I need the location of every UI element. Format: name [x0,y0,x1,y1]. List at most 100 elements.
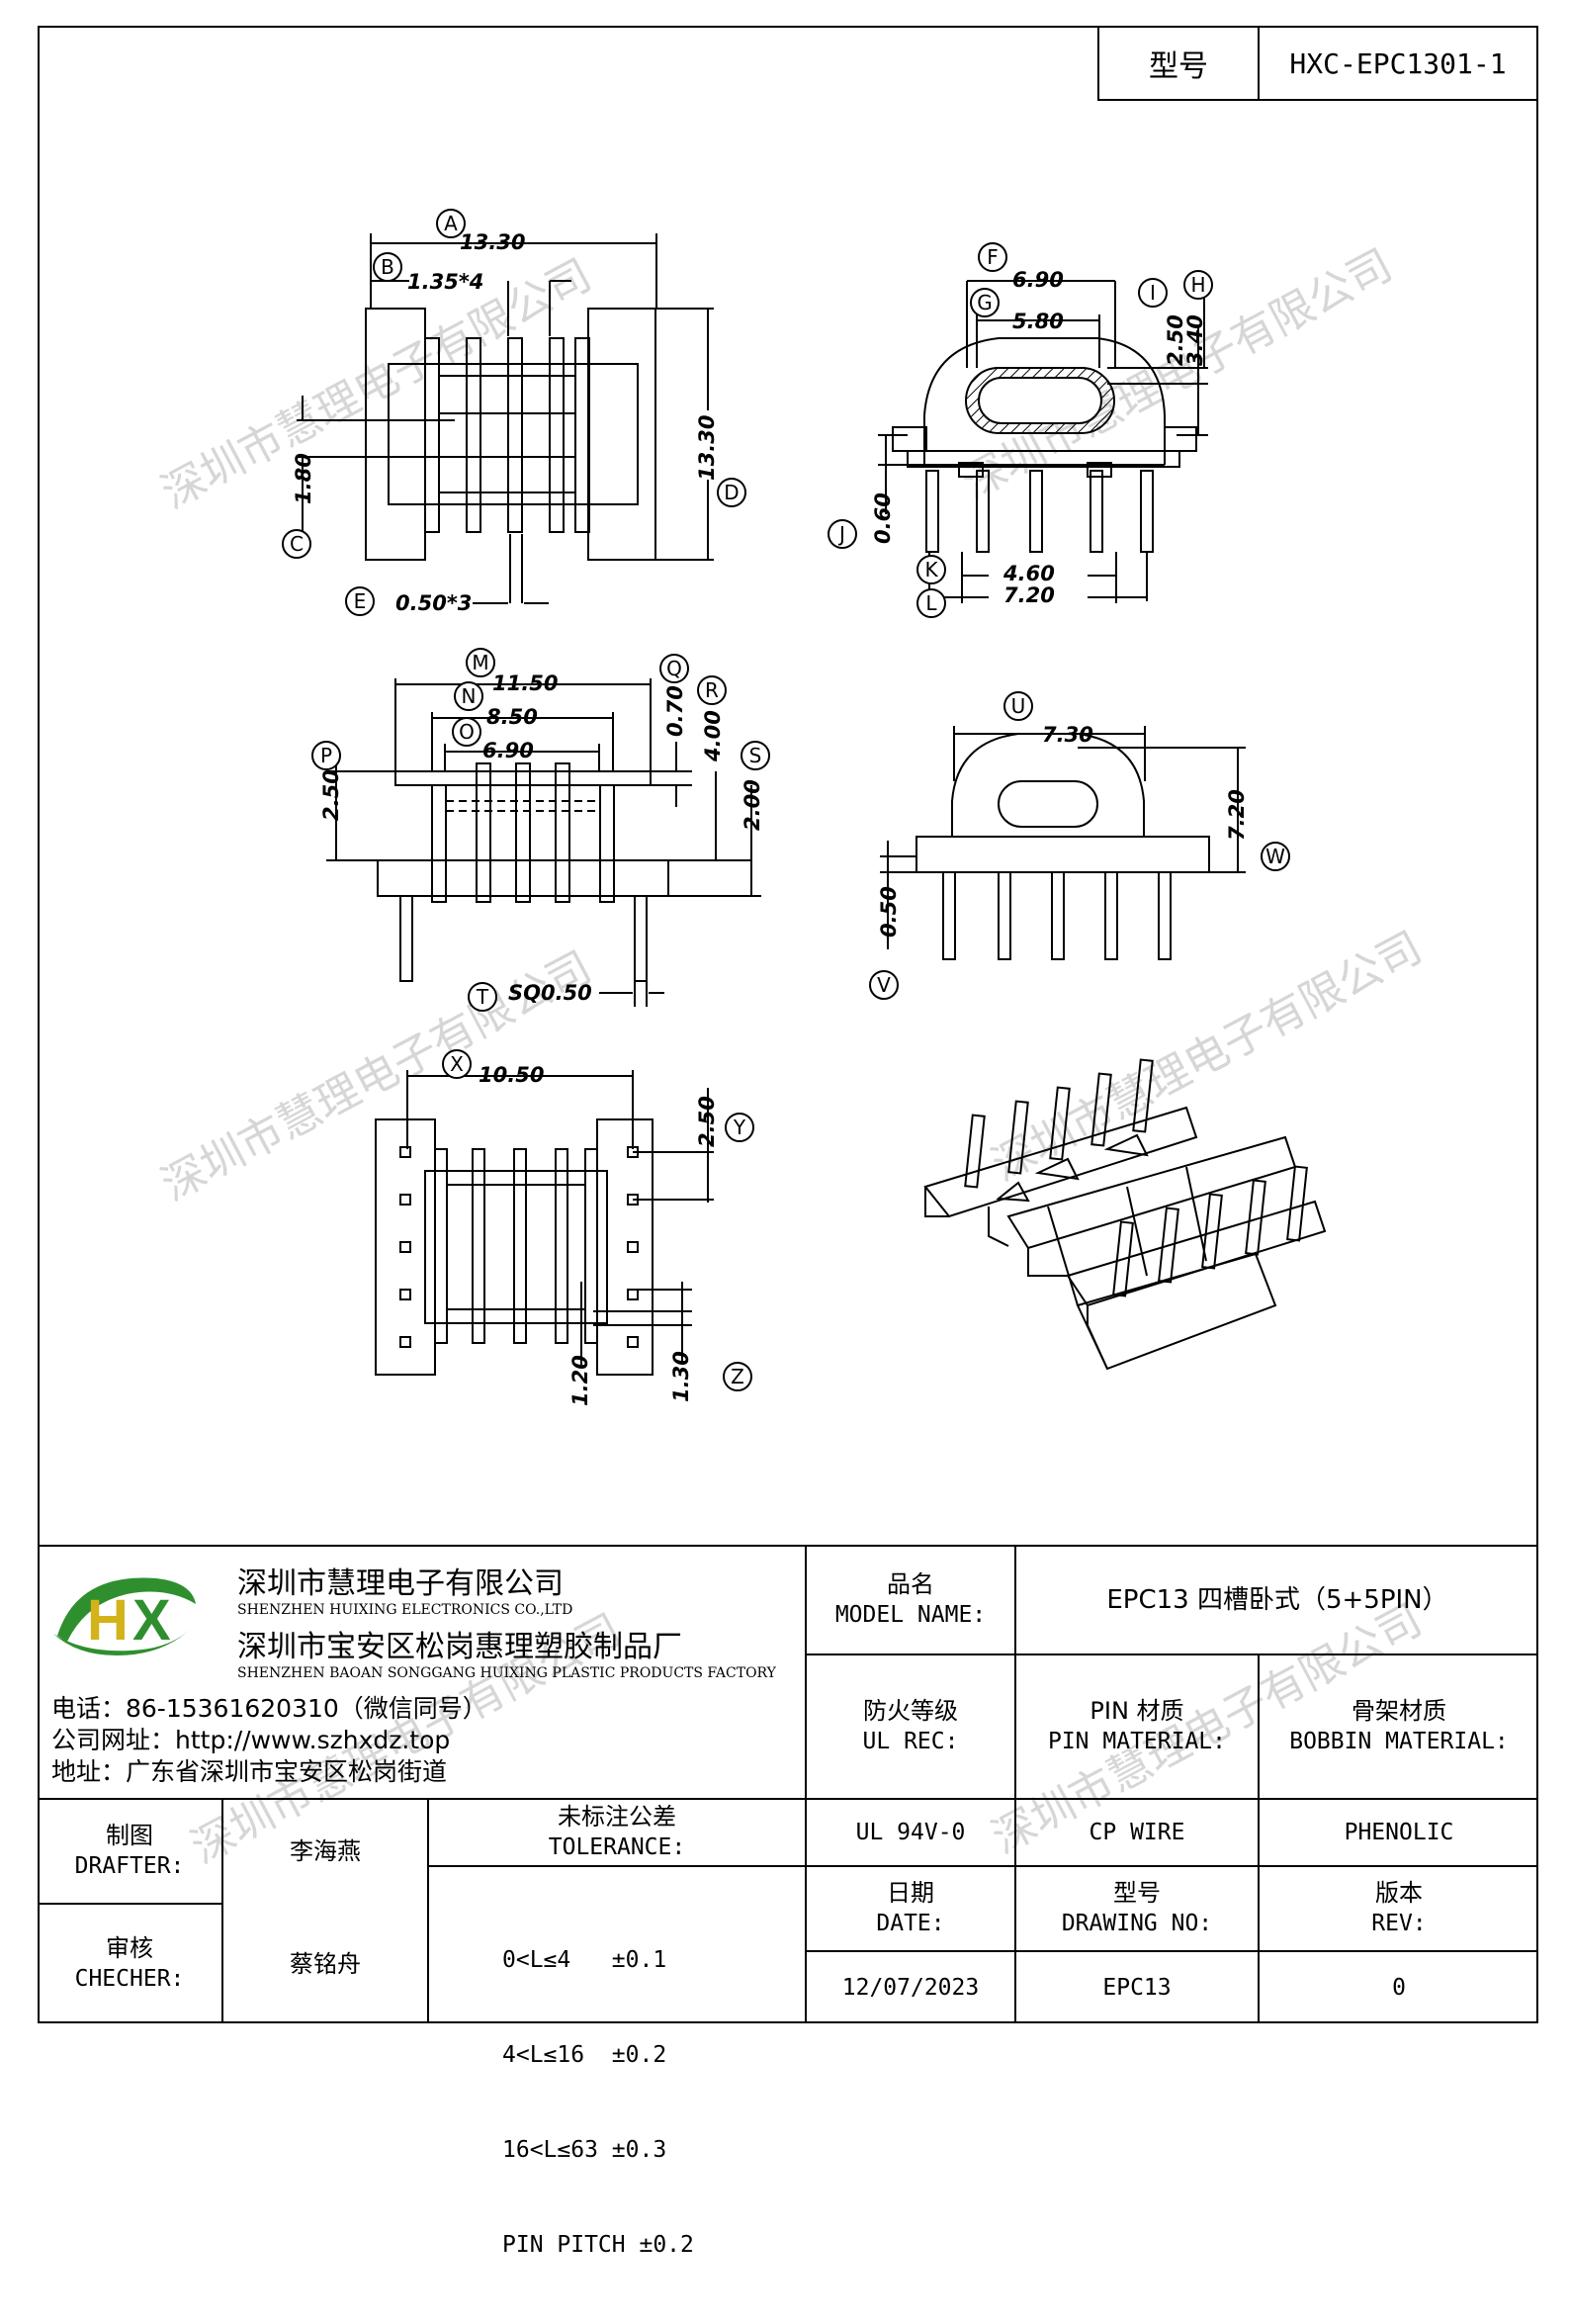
tolerance-line: 0<L≤4 ±0.1 [502,1947,667,1973]
drafter-label: 制图 DRAFTER: [38,1800,221,1903]
dimension-o: 6.90 [482,739,534,762]
dimension-d: 13.30 [695,415,719,481]
checker-value: 蔡铭舟 [223,1905,427,2023]
balloon-u [1003,691,1033,721]
balloon-a [436,209,466,238]
dimension-n: 8.50 [486,705,538,729]
drawing-no-value: EPC13 [1016,1952,1258,2023]
balloon-letter: I [1150,281,1156,305]
model-name-text: EPC13 四槽卧式（5+5PIN） [1106,1584,1448,1615]
rev-cn: 版本 [1375,1879,1423,1907]
dimension-h: 3.40 [1183,314,1207,366]
ul-rec-label: 防火等级 UL REC: [807,1655,1014,1798]
pin-material-label: PIN 材质 PIN MATERIAL: [1016,1655,1258,1798]
dimension-q: 0.70 [663,685,687,737]
rev-value: 0 [1260,1952,1538,2023]
bottom-view [375,1070,714,1376]
dimension-x: 10.50 [479,1063,544,1087]
balloon-letter: W [1265,845,1285,868]
balloon-letter: R [705,678,719,702]
rev-label: 版本 REV: [1260,1867,1538,1950]
date-value-text: 12/07/2023 [841,1974,980,2001]
balloon-i [1138,278,1168,308]
svg-text:H: H [87,1588,129,1653]
title-block: H X 深圳市慧理电子有限公司 SHENZHEN HUIXING ELECTRO… [38,1545,1538,2258]
company-logo: H X [53,1577,196,1655]
tolerance-en: TOLERANCE: [548,1834,686,1860]
isometric-view [923,1058,1327,1371]
model-value: HXC-EPC1301-1 [1289,46,1507,80]
dimension-b: 1.35*4 [407,270,483,294]
dimension-p: 2.50 [319,769,343,821]
date-label: 日期 DATE: [807,1867,1014,1950]
balloon-e [345,586,375,616]
model-number-box: 型号 HXC-EPC1301-1 [1097,26,1538,101]
dimension-u: 7.30 [1042,723,1093,747]
dimension-t: SQ0.50 [508,981,592,1005]
pin-cn: PIN 材质 [1090,1697,1184,1725]
balloon-p [311,741,341,770]
bobbin-value-text: PHENOLIC [1344,1819,1454,1845]
rev-value-text: 0 [1392,1974,1406,2001]
drawing-value-text: EPC13 [1102,1974,1172,2001]
balloon-z [723,1362,752,1391]
balloon-letter: Y [733,1116,746,1139]
balloon-letter: C [290,532,304,556]
svg-text:X: X [132,1588,171,1653]
balloon-n [454,681,483,711]
drawing-no-label: 型号 DRAWING NO: [1016,1867,1258,1950]
balloon-letter: F [987,245,999,269]
dimension-m: 11.50 [492,671,558,695]
technical-drawing: 13.301.35*41.8013.300.50*36.905.803.402.… [282,209,1327,1406]
pin-value-text: CP WIRE [1089,1819,1185,1845]
drawing-cn: 型号 [1113,1879,1161,1907]
date-en: DATE: [876,1911,945,1936]
bobbin-material-label: 骨架材质 BOBBIN MATERIAL: [1260,1655,1538,1798]
balloon-letter: M [472,651,488,674]
rev-en: REV: [1371,1911,1427,1936]
dimension-z: 1.30 [669,1351,693,1402]
balloon-y [725,1113,754,1142]
balloon-g [970,288,1000,317]
balloon-letter: A [444,212,458,235]
balloon-letter: U [1011,694,1026,718]
dimension-f: 6.90 [1012,268,1064,292]
bobbin-value: PHENOLIC [1260,1800,1538,1865]
drawing-en: DRAWING NO: [1061,1911,1213,1936]
dimension-k: 4.60 [1002,562,1055,585]
pin-en: PIN MATERIAL: [1047,1729,1226,1754]
balloon-w [1261,842,1290,871]
dimension-y: 2.50 [695,1096,719,1147]
balloon-s [741,741,770,770]
tolerance-label: 未标注公差 TOLERANCE: [429,1800,805,1865]
company-name-en: SHENZHEN HUIXING ELECTRONICS CO.,LTD [237,1602,573,1618]
balloon-letter: O [459,720,475,744]
checker-name: 蔡铭舟 [290,1949,361,1978]
company-address: 地址：广东省深圳市宝安区松岗街道 [51,1757,448,1786]
balloon-letter: Q [666,657,682,680]
ul-value-text: UL 94V-0 [855,1819,966,1845]
factory-name-en: SHENZHEN BAOAN SONGGANG HUIXING PLASTIC … [237,1665,776,1681]
balloon-d [717,478,746,507]
dimension-e: 0.50*3 [395,591,472,615]
bobbin-cn: 骨架材质 [1351,1697,1446,1725]
dimension-l: 7.20 [1003,583,1055,607]
dimension-r: 4.00 [701,710,725,762]
balloon-h [1183,270,1213,300]
dimension-j: 0.60 [871,492,895,544]
drafter-value: 李海燕 [223,1800,427,1903]
tolerance-line: 4<L≤16 ±0.2 [502,2042,667,2068]
dimension-g: 5.80 [1012,310,1064,333]
balloon-letter: S [749,744,762,767]
model-name-label: 品名 MODEL NAME: [807,1547,1014,1654]
tolerance-line: 16<L≤63 ±0.3 [502,2137,667,2163]
checker-cn: 审核 [106,1934,153,1962]
top-view [297,233,714,604]
pin-value: CP WIRE [1016,1800,1258,1865]
drafter-cn: 制图 [106,1822,153,1849]
checker-label: 审核 CHECHER: [38,1905,221,2023]
balloon-letter: X [450,1052,464,1076]
dimension-w: 7.20 [1225,789,1249,841]
